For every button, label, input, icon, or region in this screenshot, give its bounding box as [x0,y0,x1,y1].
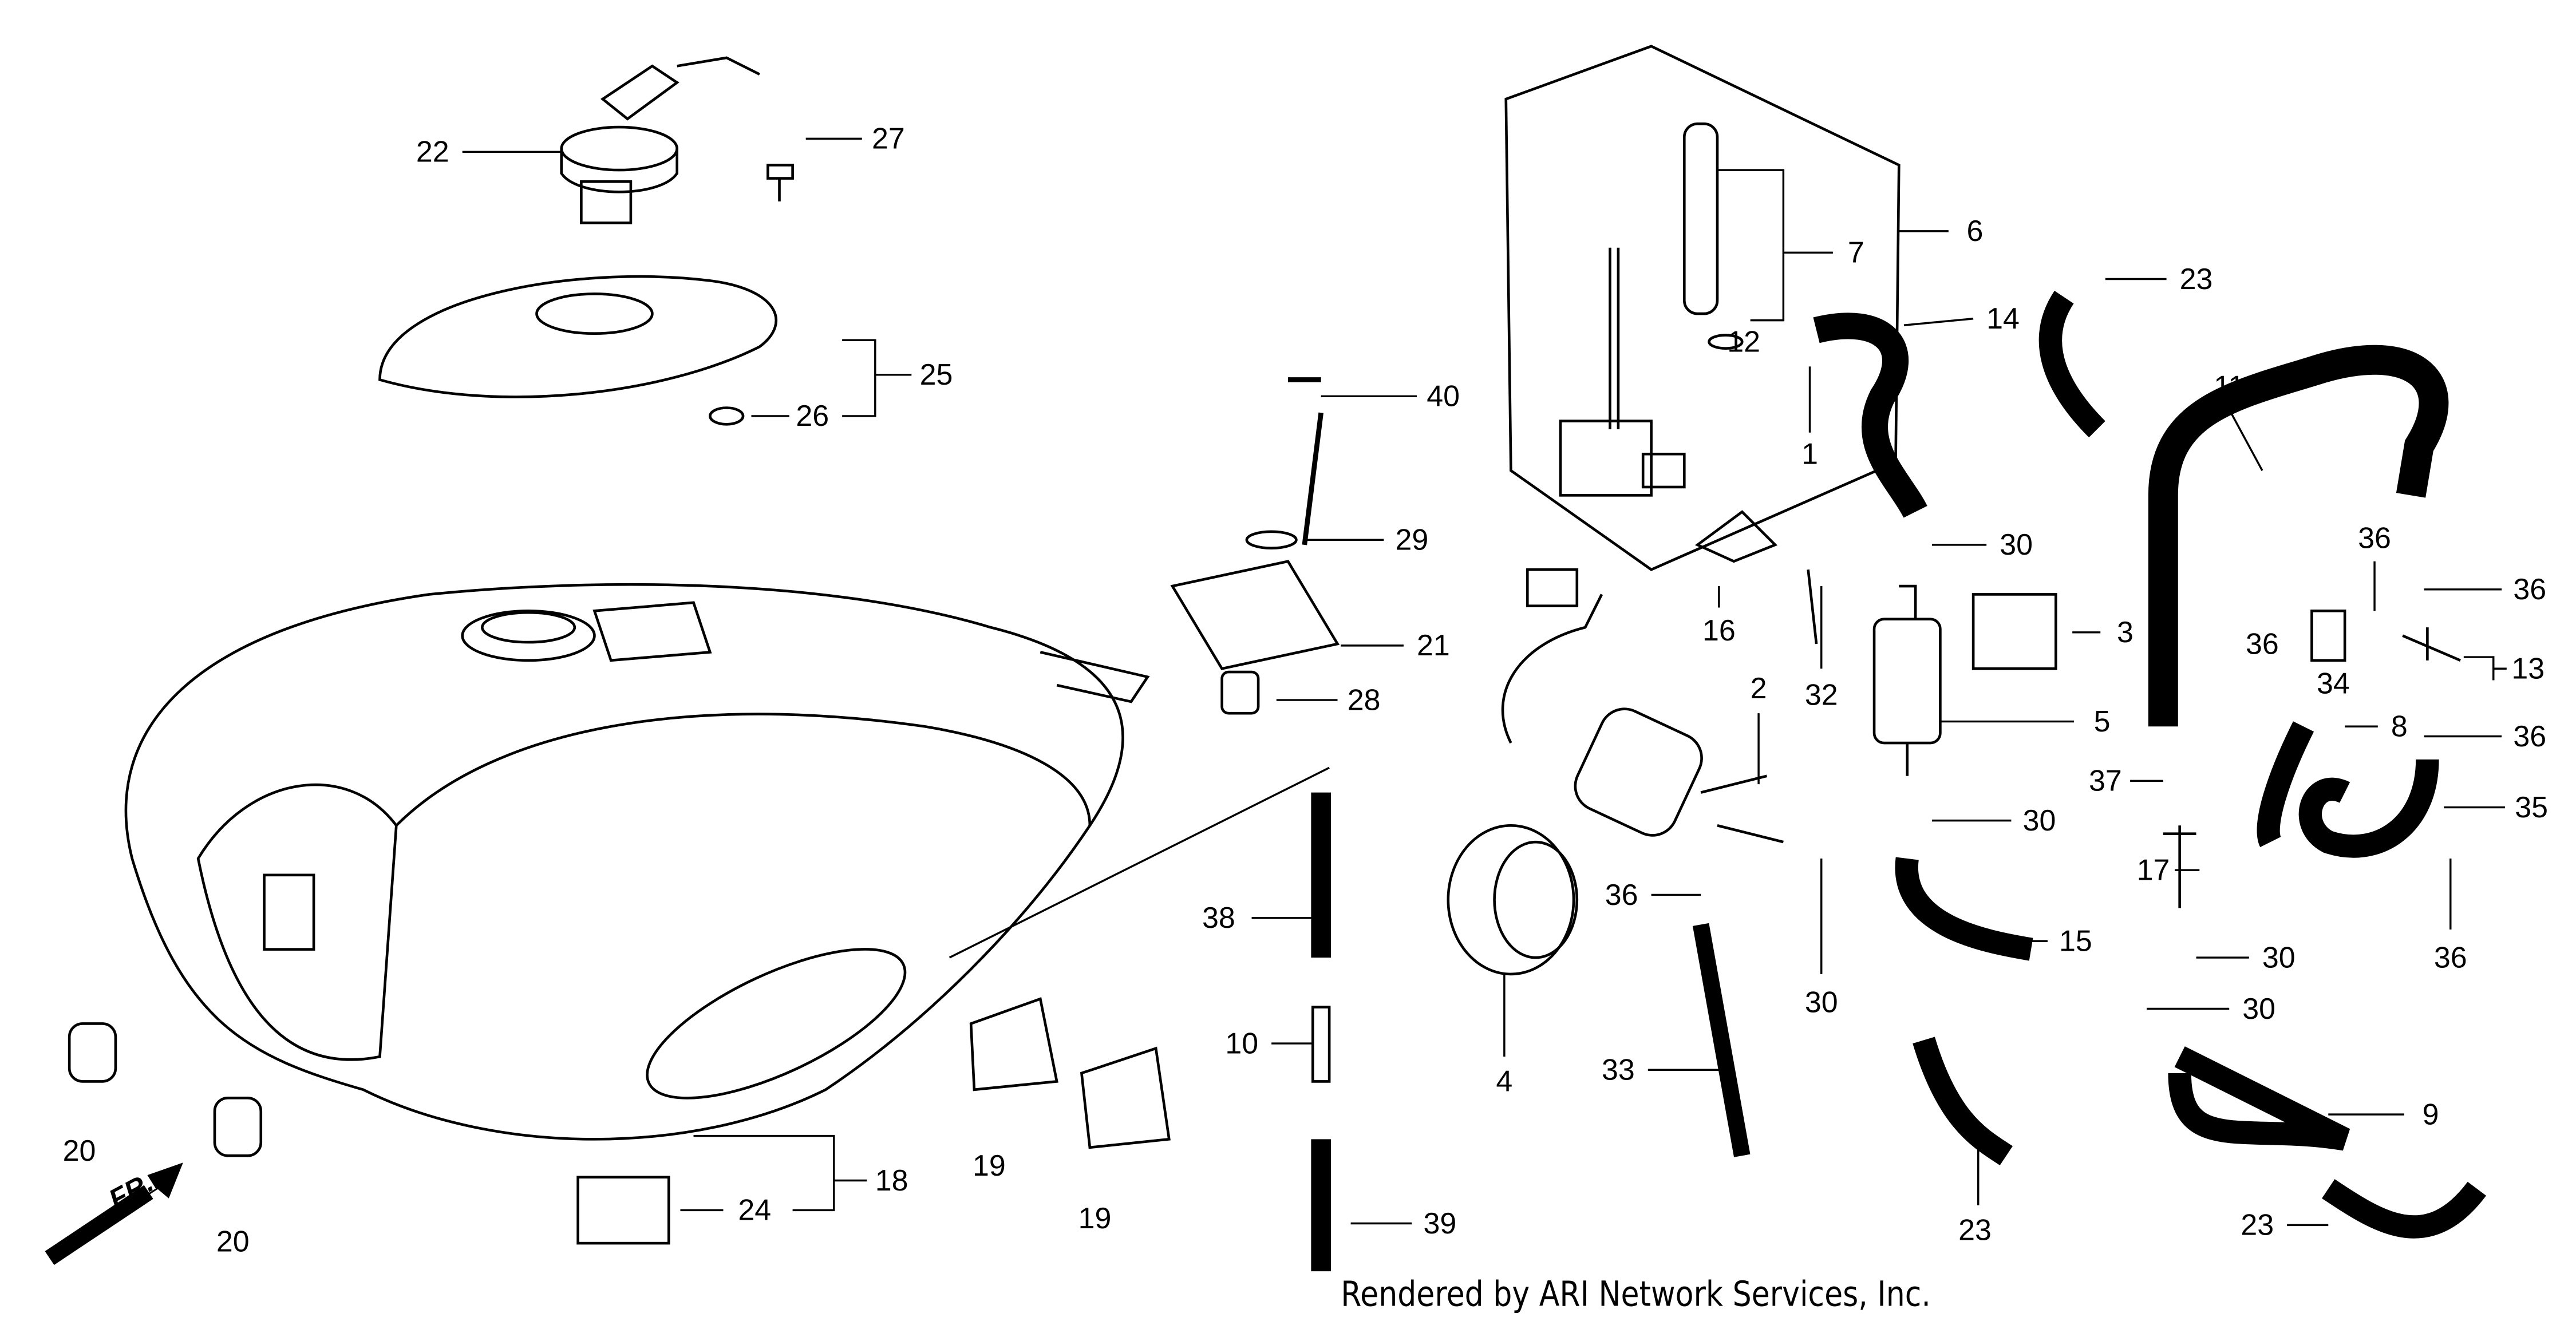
callout-30[interactable]: 30 [2262,941,2296,974]
callout-40[interactable]: 40 [1427,379,1460,413]
callout-11[interactable]: 11 [2214,370,2245,403]
callout-21[interactable]: 21 [1416,629,1450,662]
callout-30[interactable]: 30 [2242,992,2276,1026]
fuel-valve [1559,122,1744,497]
callout-25[interactable]: 25 [919,358,953,391]
callout-32[interactable]: 32 [1804,678,1838,712]
callout-36[interactable]: 36 [2358,521,2391,555]
callout-20[interactable]: 20 [216,1225,250,1259]
callout-29[interactable]: 29 [1395,523,1429,557]
fuel-cap [560,56,794,224]
callout-36[interactable]: 36 [1605,878,1638,912]
callout-16[interactable]: 16 [1702,614,1736,647]
callout-2[interactable]: 2 [1750,672,1767,705]
callout-38[interactable]: 38 [1202,901,1235,935]
callout-8[interactable]: 8 [2391,710,2408,743]
callout-30[interactable]: 30 [1804,986,1838,1019]
callout-13[interactable]: 13 [2511,652,2545,686]
callout-34[interactable]: 34 [2317,667,2350,701]
callout-10[interactable]: 10 [1225,1027,1259,1060]
leader-lines [462,137,2507,1227]
callout-33[interactable]: 33 [1602,1053,1635,1087]
callout-30[interactable]: 30 [2022,804,2056,837]
callout-26[interactable]: 26 [796,400,829,433]
callout-20[interactable]: 20 [62,1134,96,1168]
callout-22[interactable]: 22 [416,135,449,169]
callout-4[interactable]: 4 [1496,1065,1513,1098]
fuel-filter [1872,584,2057,776]
callout-3[interactable]: 3 [2117,615,2134,649]
callout-36[interactable]: 36 [2513,719,2547,753]
callout-5[interactable]: 5 [2093,705,2111,738]
callout-14[interactable]: 14 [1986,302,2020,335]
callout-6[interactable]: 6 [1966,214,1984,248]
callout-30[interactable]: 30 [2000,528,2033,561]
fuel-tank [124,583,1150,1141]
callout-36[interactable]: 36 [2433,941,2467,974]
fuel-pump [1447,568,1784,976]
callout-36[interactable]: 36 [2513,572,2547,606]
callout-37[interactable]: 37 [2088,764,2122,798]
callout-18[interactable]: 18 [875,1164,908,1197]
footer-credit: Rendered by ARI Network Services, Inc. [1341,1274,1931,1315]
hoses [1311,291,2487,1272]
callout-28[interactable]: 28 [1347,683,1381,717]
callout-24[interactable]: 24 [738,1193,772,1227]
callout-12[interactable]: 12 [1727,325,1761,358]
callout-23[interactable]: 23 [2241,1208,2274,1242]
callout-7[interactable]: 7 [1847,236,1864,270]
callout-19[interactable]: 19 [972,1149,1006,1182]
small-parts [45,377,2461,1265]
callout-1[interactable]: 1 [1801,437,1818,471]
callout-17[interactable]: 17 [2136,853,2170,887]
tank-cover [378,275,777,426]
callout-15[interactable]: 15 [2059,924,2092,958]
callout-35[interactable]: 35 [2515,790,2548,824]
callout-39[interactable]: 39 [1423,1207,1457,1240]
callout-19[interactable]: 19 [1078,1201,1112,1235]
callout-23[interactable]: 23 [2179,262,2213,296]
callout-23[interactable]: 23 [1958,1213,1992,1247]
callout-27[interactable]: 27 [872,122,905,156]
callout-9[interactable]: 9 [2422,1098,2439,1131]
callout-36[interactable]: 36 [2246,627,2279,660]
